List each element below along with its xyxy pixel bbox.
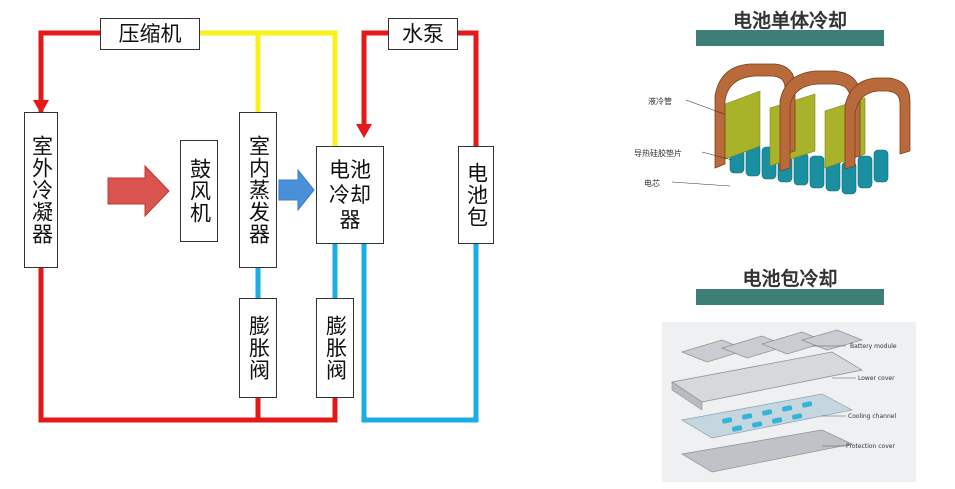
pack-cooling-title: 电池包冷却 — [742, 268, 838, 290]
blower-label: 鼓风机 — [187, 158, 212, 224]
pack-cooling-illustration — [670, 329, 864, 473]
red-line-pump-to-pack — [458, 30, 479, 146]
water-pump-box: 水泵 — [388, 18, 458, 50]
outdoor-condenser-box: 室外冷凝器 — [24, 112, 58, 268]
callout-cooling-channel: Cooling channel — [848, 413, 897, 420]
cold-air-arrow — [278, 168, 315, 212]
compressor-box: 压缩机 — [100, 18, 200, 50]
water-pump-label: 水泵 — [402, 21, 444, 46]
red-line-pump-to-chiller — [361, 30, 388, 134]
hot-air-arrow — [107, 164, 170, 218]
yellow-line-compressor — [200, 30, 338, 146]
indoor-evaporator-box: 室内蒸发器 — [239, 112, 277, 268]
callout-liquid-tube: 液冷管 — [648, 97, 672, 106]
callout-battery-module: Battery module — [850, 343, 897, 350]
battery-chiller-box: 电池 冷却 器 — [316, 146, 384, 244]
callout-thermal-pad: 导热硅胶垫片 — [634, 149, 682, 158]
red-line-condenser-bottom — [38, 268, 338, 423]
cell-cooling-title-bar — [696, 30, 884, 46]
battery-chiller-label: 电池 冷却 器 — [329, 157, 371, 232]
callout-lower-cover: Lower cover — [858, 375, 895, 382]
callout-cell: 电芯 — [644, 179, 660, 188]
red-line-compressor-to-condenser — [38, 30, 100, 112]
battery-pack-label: 电池包 — [464, 162, 489, 228]
outdoor-condenser-label: 室外冷凝器 — [29, 135, 54, 245]
blue-line-chiller-pack — [361, 244, 479, 423]
cell-cooling-illustration — [671, 63, 911, 195]
expansion-valve-1-label: 膨胀阀 — [246, 315, 271, 381]
red-arrowhead-chiller — [356, 124, 372, 138]
blower-box: 鼓风机 — [180, 140, 218, 242]
pack-cooling-title-bar — [696, 289, 884, 305]
compressor-label: 压缩机 — [118, 21, 182, 46]
indoor-evaporator-label: 室内蒸发器 — [246, 135, 271, 245]
expansion-valve-2-label: 膨胀阀 — [323, 315, 348, 381]
red-arrowhead-condenser — [33, 100, 49, 114]
expansion-valve-2-box: 膨胀阀 — [316, 298, 354, 398]
battery-pack-box: 电池包 — [458, 146, 494, 244]
expansion-valve-1-box: 膨胀阀 — [239, 298, 277, 398]
cell-cooling-title: 电池单体冷却 — [732, 10, 847, 32]
callout-protection-cover: Protection cover — [846, 443, 895, 450]
